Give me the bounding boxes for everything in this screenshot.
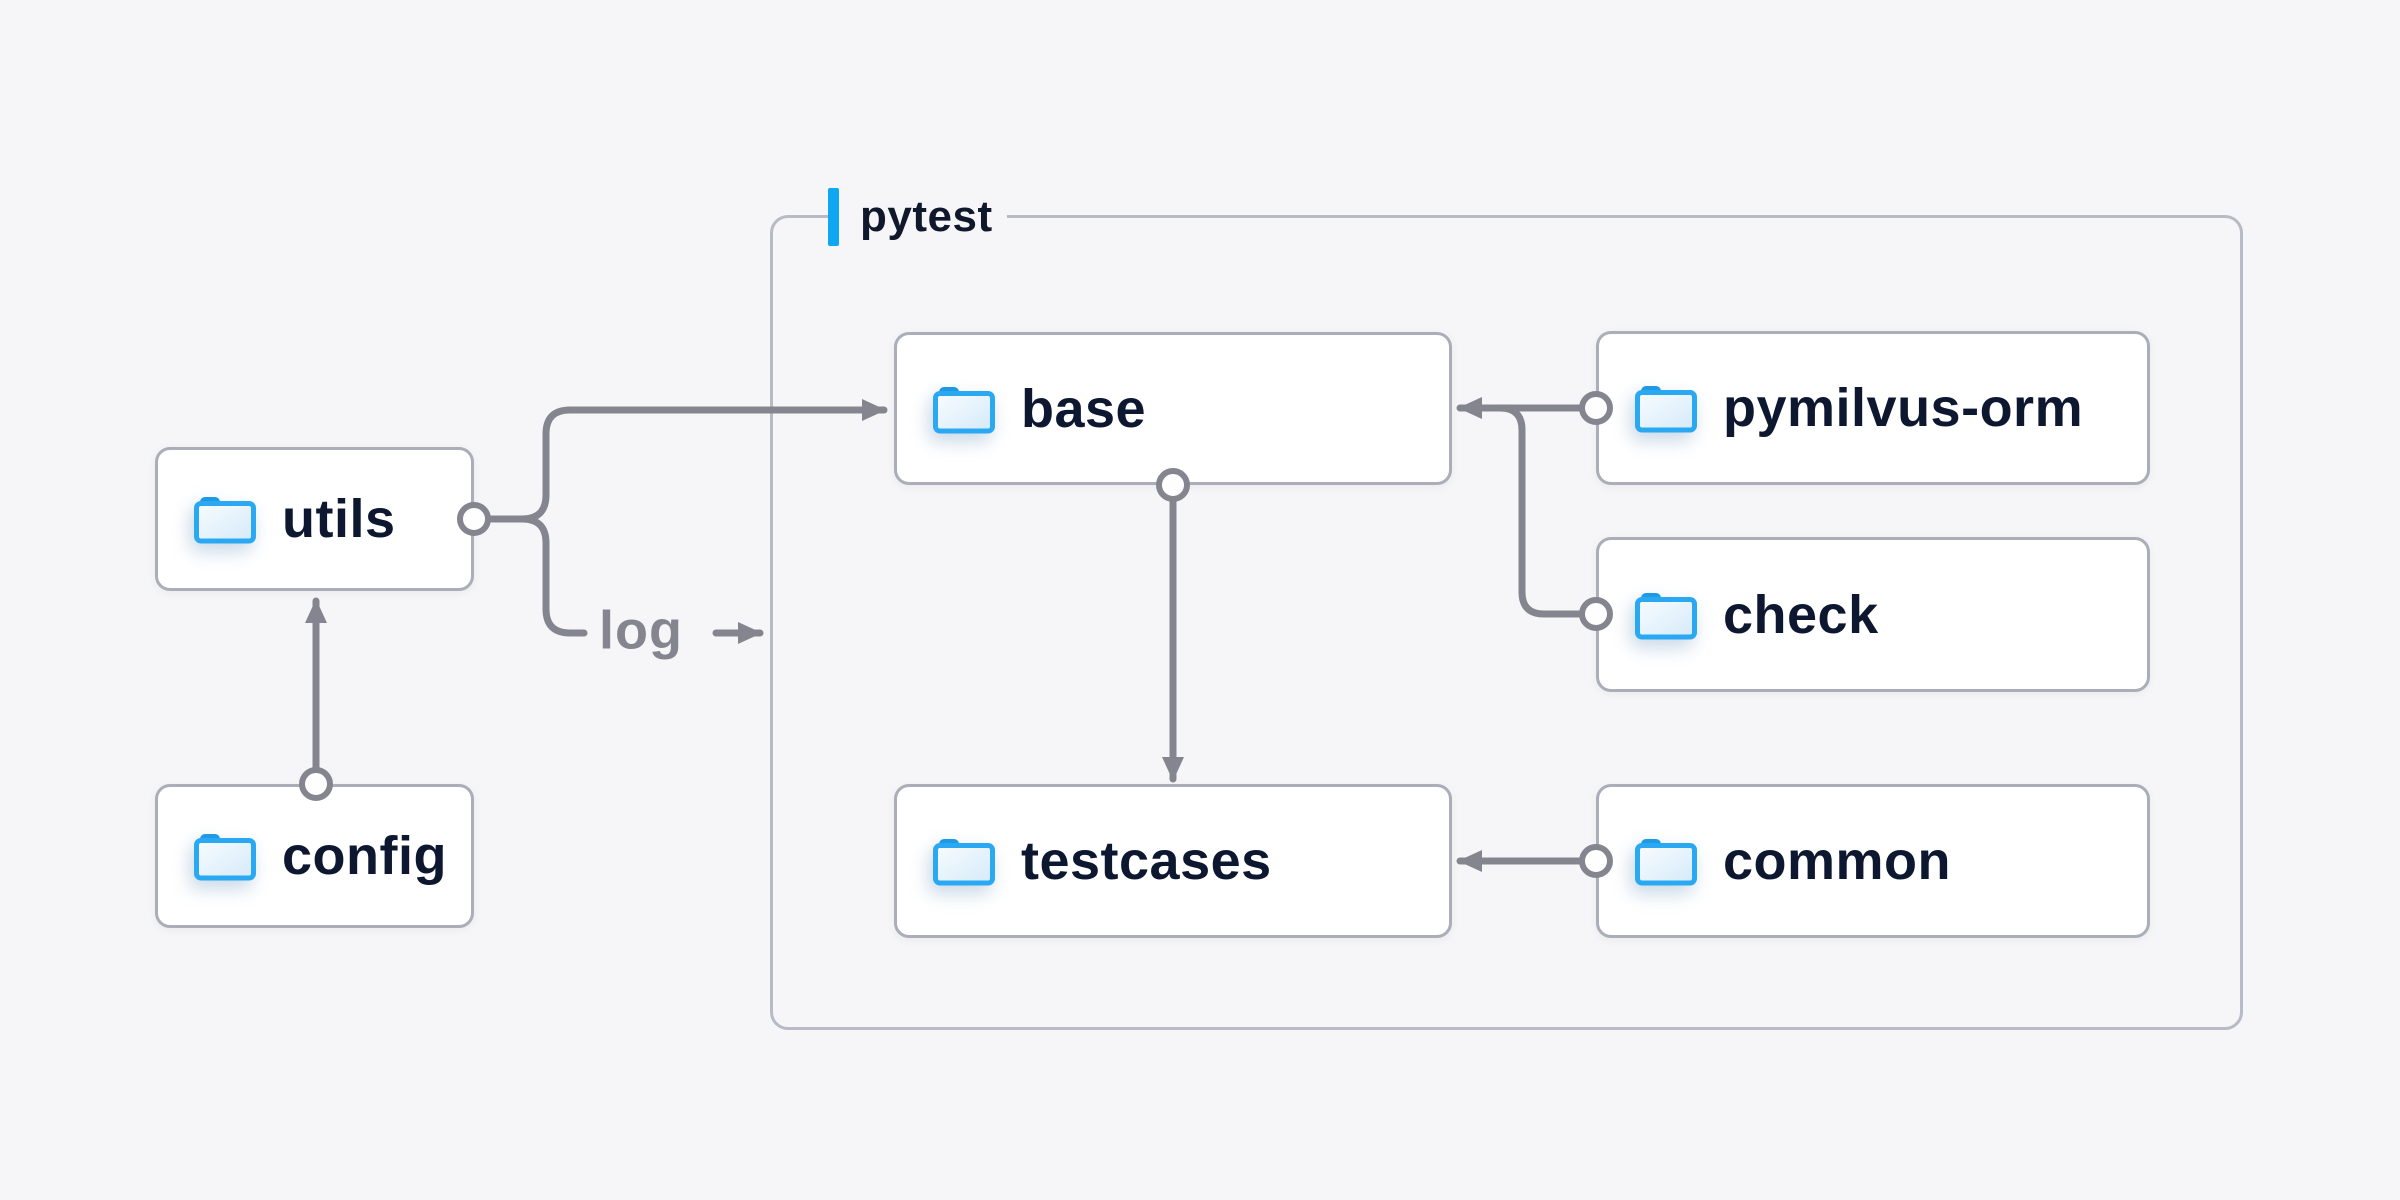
edge-utils-log: [518, 515, 588, 637]
pytest-group-label: pytest: [828, 187, 1007, 247]
node-config: config: [155, 784, 474, 928]
node-label-check: check: [1723, 584, 1879, 645]
node-base: base: [894, 332, 1452, 485]
node-label-utils: utils: [282, 489, 396, 549]
folder-icon: [1635, 386, 1697, 433]
folder-icon: [933, 386, 995, 433]
node-label-testcases: testcases: [1021, 831, 1272, 891]
folder-icon: [194, 497, 256, 544]
folder-icon: [933, 839, 995, 886]
folder-icon: [194, 834, 256, 881]
node-label-base: base: [1021, 378, 1147, 439]
node-label-pymilvus-orm: pymilvus-orm: [1723, 378, 2084, 438]
folder-icon: [1635, 839, 1697, 886]
pytest-group-container: pytest: [770, 187, 2243, 1030]
node-pymilvus-orm: pymilvus-orm: [1596, 331, 2150, 485]
node-label-config: config: [282, 826, 447, 886]
accent-bar-icon: [828, 188, 839, 246]
group-title: pytest: [860, 192, 993, 241]
node-utils: utils: [155, 447, 474, 591]
node-testcases: testcases: [894, 784, 1452, 938]
edge-label-log: log: [599, 600, 683, 661]
node-label-common: common: [1723, 831, 1952, 891]
node-common: common: [1596, 784, 2150, 938]
folder-icon: [1635, 592, 1697, 639]
node-check: check: [1596, 537, 2150, 692]
